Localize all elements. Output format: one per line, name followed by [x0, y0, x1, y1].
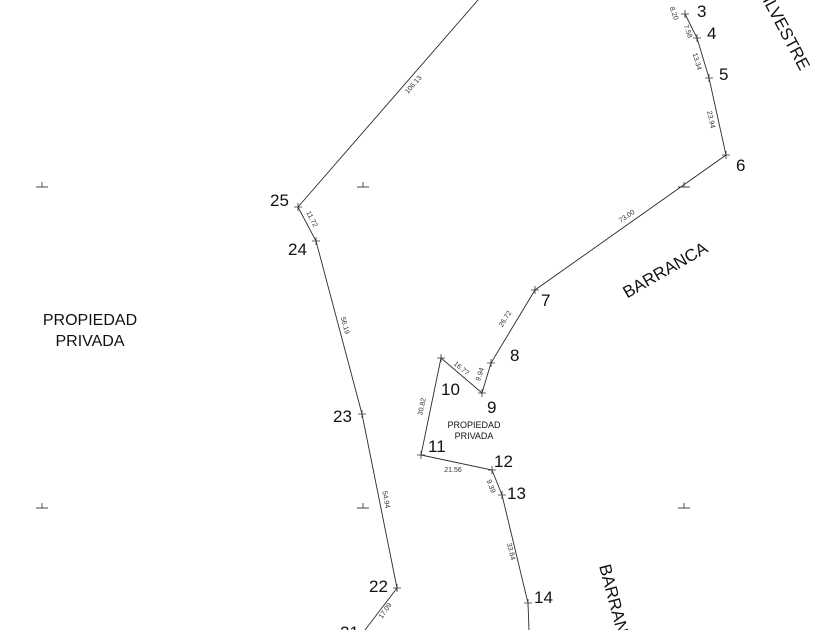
segment-length: 30.82 — [417, 397, 428, 416]
vertex-tick — [393, 584, 401, 592]
region-label-propiedad-privada-small: PROPIEDAD — [447, 420, 501, 430]
vertex-label: 11 — [428, 437, 446, 456]
vertex-labels: 3 4 5 6 7 8 9 10 11 12 13 14 21 22 24 25… — [270, 2, 745, 630]
vertex-label: 14 — [534, 588, 553, 607]
vertex-tick — [705, 74, 713, 82]
vertex-label: 3 — [697, 2, 706, 21]
grid-mark — [357, 182, 369, 188]
vertex-label: 4 — [707, 24, 716, 43]
vertex-label: 24 — [288, 240, 307, 259]
segment-length: 13.34 — [691, 52, 703, 71]
segment-length: 56.19 — [339, 316, 350, 335]
segment-length: 106.13 — [404, 75, 423, 96]
vertex-tick — [524, 599, 532, 607]
vertex-tick — [312, 237, 320, 245]
segment-length: 54.94 — [380, 490, 390, 509]
vertex-label: 12 — [494, 452, 513, 471]
region-label-propiedad-privada-small: PRIVADA — [455, 431, 494, 441]
segment-length: 7.58 — [682, 24, 693, 39]
segment-length: 73.00 — [618, 209, 636, 225]
vertex-tick — [358, 410, 366, 418]
region-label-propiedad-privada: PROPIEDAD — [43, 312, 137, 329]
region-label-barranca: BARRANCA — [620, 238, 712, 302]
segment-length: 11.72 — [304, 210, 318, 228]
vertex-tick — [437, 354, 445, 362]
region-labels: PROPIEDAD PRIVADA PROPIEDAD PRIVADA BARR… — [43, 0, 814, 630]
vertex-label: 13 — [507, 484, 526, 503]
grid-mark — [36, 182, 48, 188]
vertex-label: 23 — [333, 407, 352, 426]
vertex-tick — [531, 286, 539, 294]
vertex-label: 25 — [270, 191, 289, 210]
vertex-tick — [722, 151, 730, 159]
region-label-barranca: BARRANCA — [595, 562, 638, 630]
vertex-label: 5 — [719, 65, 728, 84]
segment-length: 8.20 — [668, 6, 679, 21]
boundary-east — [420, 13, 727, 630]
vertex-label: 6 — [736, 156, 745, 175]
segment-length: 17.09 — [378, 602, 394, 620]
segment-length: 33.84 — [505, 542, 516, 561]
vertex-tick — [478, 389, 486, 397]
grid-mark — [36, 503, 48, 509]
vertex-label: 10 — [441, 380, 460, 399]
vertex-tick — [487, 359, 495, 367]
segment-length: 21.56 — [444, 467, 462, 474]
vertex-label: 9 — [487, 398, 496, 417]
vertex-tick — [417, 451, 425, 459]
vertex-label: 21 — [340, 623, 359, 630]
vertex-tick — [498, 491, 506, 499]
vertex-ticks — [294, 10, 730, 607]
segment-length: 9.39 — [485, 479, 497, 494]
vertex-label: 7 — [541, 291, 550, 310]
vertex-tick — [488, 466, 496, 474]
vertex-label: 22 — [369, 577, 388, 596]
vertex-tick — [294, 203, 302, 211]
segment-length: 9.94 — [475, 367, 486, 382]
grid-marks — [36, 182, 690, 509]
vertex-tick — [693, 34, 701, 42]
boundary-west — [297, 0, 479, 630]
vertex-label: 8 — [510, 346, 519, 365]
vertex-tick — [681, 10, 689, 18]
grid-mark — [357, 503, 369, 509]
grid-mark — [678, 503, 690, 509]
segment-length: 26.72 — [498, 310, 513, 329]
segment-length: 23.94 — [705, 110, 716, 129]
region-label-silvestre: SILVESTRE — [753, 0, 813, 73]
region-label-propiedad-privada: PRIVADA — [55, 333, 124, 350]
